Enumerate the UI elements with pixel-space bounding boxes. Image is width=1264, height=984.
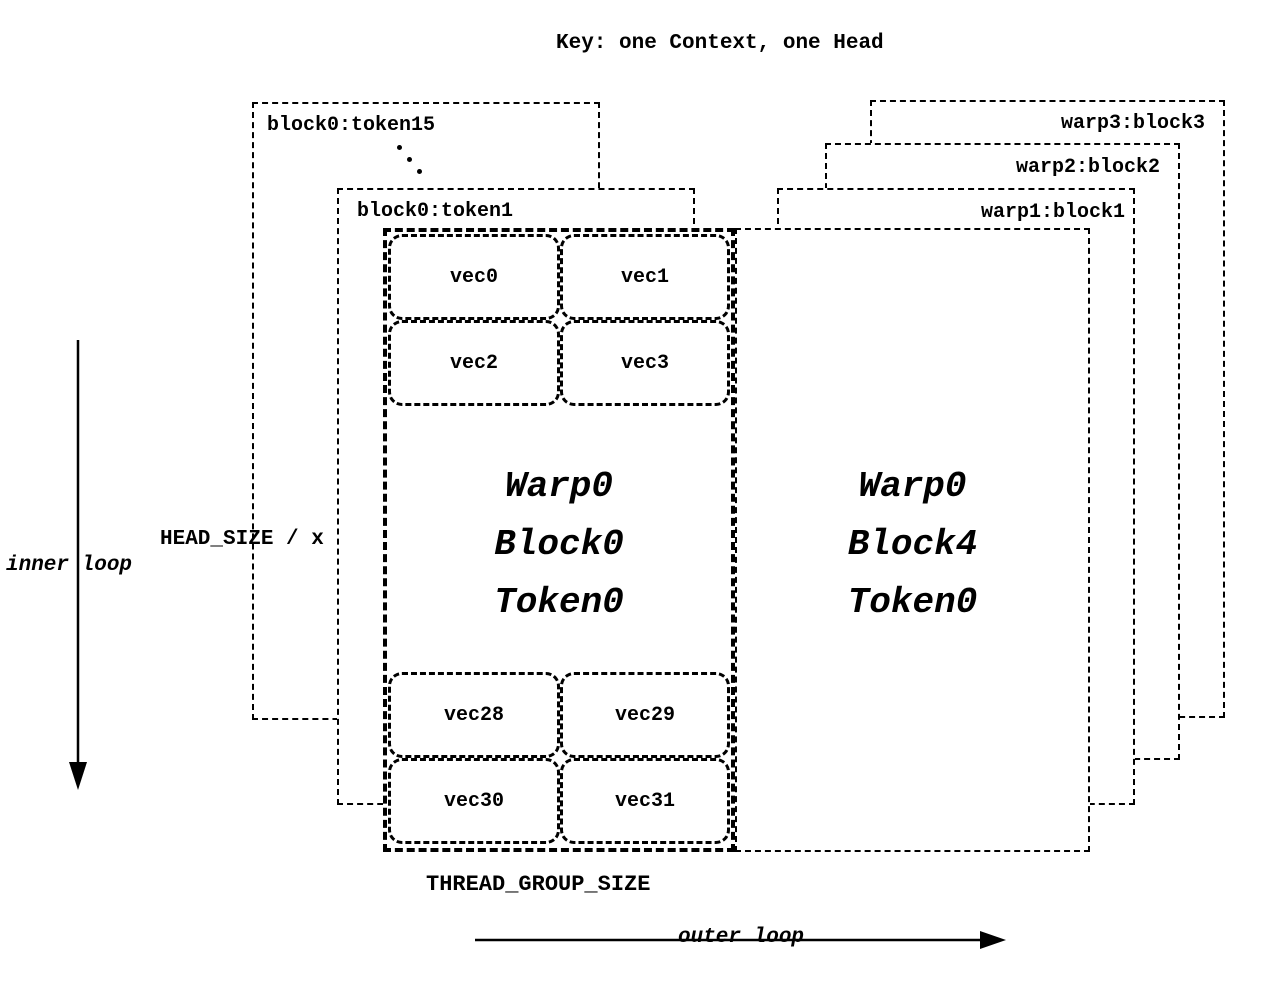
vec30-label: vec30 xyxy=(443,789,504,813)
label-warp3-block3: warp3:block3 xyxy=(1060,112,1205,135)
warp0-block0-token0-label: Warp0 Block0 Token0 xyxy=(383,458,735,632)
main-block-line-1: Warp0 xyxy=(504,466,614,507)
vec28-label: vec28 xyxy=(443,703,504,727)
warp0-block4-box xyxy=(735,228,1090,852)
vec0-label: vec0 xyxy=(449,265,498,289)
ellipsis-dot xyxy=(397,145,402,150)
right-block-line-3: Token0 xyxy=(847,582,978,623)
ellipsis-dot xyxy=(417,169,422,174)
head-size-label: HEAD_SIZE / x xyxy=(160,528,324,551)
vec31-label: vec31 xyxy=(614,789,675,813)
vec3-label: vec3 xyxy=(620,351,669,375)
vec30-box: vec30 xyxy=(388,758,560,844)
vec1-box: vec1 xyxy=(560,234,730,320)
label-warp1-block1: warp1:block1 xyxy=(980,201,1125,224)
warp0-block4-token0-label: Warp0 Block4 Token0 xyxy=(735,458,1090,632)
vec1-label: vec1 xyxy=(620,265,669,289)
outer-loop-arrowhead-icon xyxy=(980,931,1006,949)
inner-loop-label: inner loop xyxy=(6,554,133,577)
thread-group-size-label: THREAD_GROUP_SIZE xyxy=(426,872,651,897)
main-block-line-2: Block0 xyxy=(494,524,624,565)
label-block0-token1: block0:token1 xyxy=(357,200,514,223)
vec2-label: vec2 xyxy=(449,351,498,375)
main-block-line-3: Token0 xyxy=(494,582,624,623)
ellipsis-dot xyxy=(407,157,412,162)
vec28-box: vec28 xyxy=(388,672,560,758)
right-block-line-2: Block4 xyxy=(847,524,978,565)
diagram-title: Key: one Context, one Head xyxy=(556,32,884,55)
outer-loop-label: outer loop xyxy=(678,926,805,949)
label-block0-token15: block0:token15 xyxy=(267,114,436,137)
right-block-line-1: Warp0 xyxy=(858,466,967,507)
vec29-box: vec29 xyxy=(560,672,730,758)
vec3-box: vec3 xyxy=(560,320,730,406)
vec29-label: vec29 xyxy=(614,703,675,727)
vec0-box: vec0 xyxy=(388,234,560,320)
label-warp2-block2: warp2:block2 xyxy=(1015,156,1160,179)
vec31-box: vec31 xyxy=(560,758,730,844)
inner-loop-arrowhead-icon xyxy=(69,762,87,790)
vec2-box: vec2 xyxy=(388,320,560,406)
